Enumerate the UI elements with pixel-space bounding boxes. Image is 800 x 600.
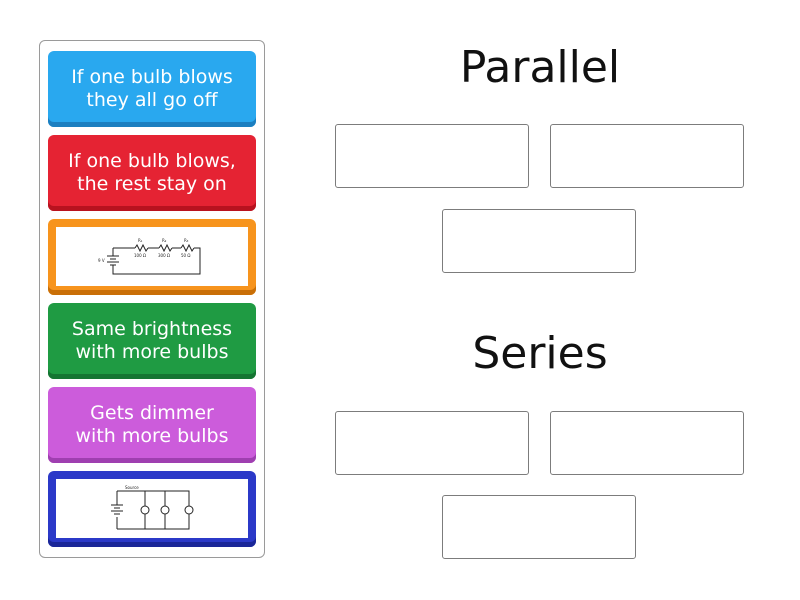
- r3-value: 50 Ω: [181, 253, 190, 258]
- parallel-circuit-diagram-icon: Source: [56, 479, 248, 538]
- drop-slot-series-2[interactable]: [550, 411, 744, 475]
- card-same-brightness[interactable]: Same brightness with more bulbs: [48, 303, 256, 379]
- card-one-bulb-blows-rest-on[interactable]: If one bulb blows, the rest stay on: [48, 135, 256, 211]
- card-one-bulb-blows-all-off[interactable]: If one bulb blows they all go off: [48, 51, 256, 127]
- drop-slot-series-3[interactable]: [442, 495, 636, 559]
- series-circuit-diagram-icon: R₁ R₂ R₃ 100 Ω 300 Ω 50 Ω 9 V: [56, 227, 248, 286]
- drop-slot-series-1[interactable]: [335, 411, 529, 475]
- r2-value: 300 Ω: [158, 253, 170, 258]
- card-label: If one bulb blows they all go off: [71, 66, 233, 111]
- group-title-parallel: Parallel: [459, 42, 621, 93]
- r3-label: R₃: [184, 238, 189, 243]
- card-label: Same brightness with more bulbs: [71, 318, 233, 363]
- drop-slot-parallel-1[interactable]: [335, 124, 529, 188]
- card-gets-dimmer[interactable]: Gets dimmer with more bulbs: [48, 387, 256, 463]
- source-label: Source: [125, 485, 139, 490]
- card-series-circuit-image[interactable]: R₁ R₂ R₃ 100 Ω 300 Ω 50 Ω 9 V: [48, 219, 256, 295]
- r2-label: R₂: [162, 238, 167, 243]
- card-label: Gets dimmer with more bulbs: [75, 402, 229, 447]
- r1-value: 100 Ω: [134, 253, 146, 258]
- drop-slot-parallel-3[interactable]: [442, 209, 636, 273]
- card-bank: If one bulb blows they all go off If one…: [39, 40, 265, 558]
- r1-label: R₁: [138, 238, 143, 243]
- card-parallel-circuit-image[interactable]: Source: [48, 471, 256, 547]
- drop-slot-parallel-2[interactable]: [550, 124, 744, 188]
- source-voltage-label: 9 V: [98, 258, 105, 263]
- group-title-series: Series: [472, 328, 608, 379]
- card-label: If one bulb blows, the rest stay on: [68, 150, 236, 195]
